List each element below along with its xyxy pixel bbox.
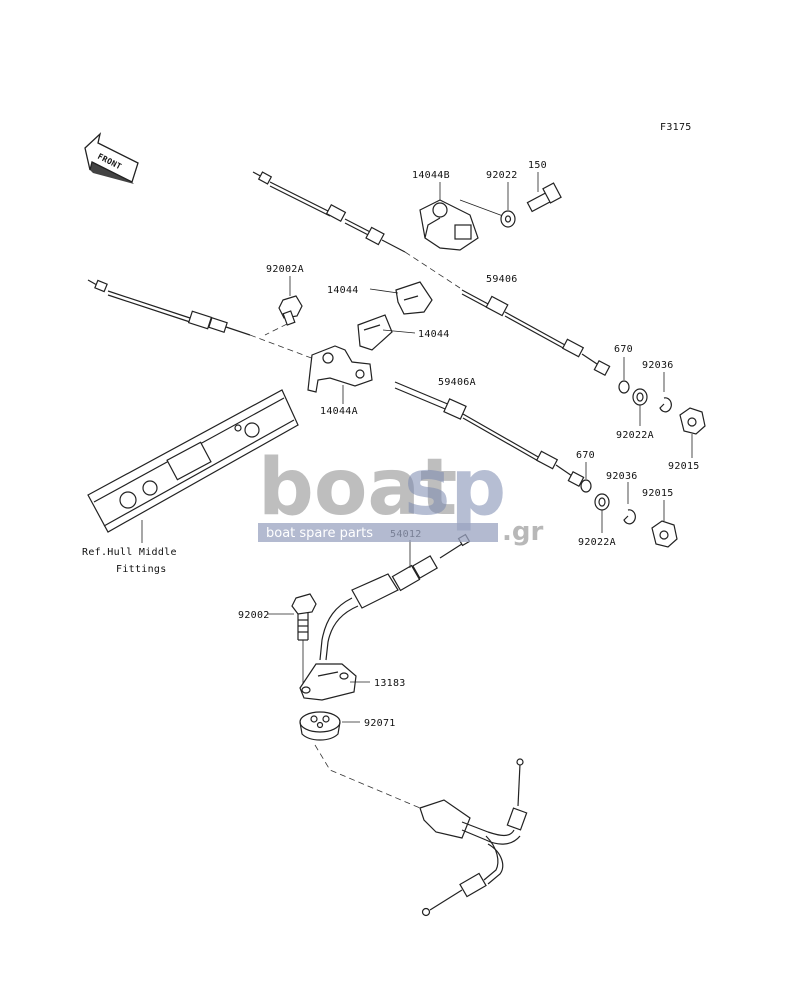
watermark-word1: boat bbox=[258, 443, 457, 533]
o-ring-670-lower bbox=[580, 479, 592, 493]
clip-92036-lower bbox=[623, 509, 636, 525]
label-92022: 92022 bbox=[486, 170, 518, 181]
cable-54012 bbox=[319, 533, 471, 661]
dash-link-lower bbox=[314, 744, 421, 809]
label-670-lower: 670 bbox=[576, 450, 595, 461]
label-92036-lower: 92036 bbox=[606, 471, 638, 482]
label-14044-lower: 14044 bbox=[418, 329, 450, 340]
leader-14044-upper bbox=[369, 288, 399, 294]
cable-59406 bbox=[252, 171, 611, 377]
washer-92022A-upper bbox=[632, 388, 648, 406]
label-13183: 13183 bbox=[374, 678, 406, 689]
label-14044A: 14044A bbox=[320, 406, 358, 417]
leader-bracket-washer bbox=[459, 199, 504, 217]
bolt-92002 bbox=[291, 593, 317, 641]
label-92022A-lower: 92022A bbox=[578, 537, 616, 548]
bracket-14044A bbox=[307, 345, 373, 393]
ref-note-line2: Fittings bbox=[116, 564, 167, 575]
watermark-logo: boat sp .gr boat spare parts bbox=[258, 443, 543, 547]
label-59406A: 59406A bbox=[438, 377, 476, 388]
leader-92002A-dash bbox=[264, 323, 288, 336]
watermark-tagline-bar bbox=[258, 523, 498, 542]
watermark-suffix: .gr bbox=[502, 517, 543, 547]
label-92015-upper: 92015 bbox=[668, 461, 700, 472]
watermark-tagline: boat spare parts bbox=[266, 526, 373, 541]
label-92036-upper: 92036 bbox=[642, 360, 674, 371]
label-92071: 92071 bbox=[364, 718, 396, 729]
front-arrow-icon: FRONT bbox=[84, 132, 139, 184]
bracket-14044B bbox=[419, 199, 479, 251]
label-14044-upper: 14044 bbox=[327, 285, 359, 296]
label-59406: 59406 bbox=[486, 274, 518, 285]
ref-note-line1: Ref.Hull Middle bbox=[82, 547, 177, 558]
lower-cable-assembly bbox=[419, 758, 528, 917]
nut-92015-upper bbox=[679, 407, 706, 435]
bolt-150 bbox=[526, 182, 562, 213]
label-92002: 92002 bbox=[238, 610, 270, 621]
nut-92015-lower bbox=[651, 520, 678, 548]
watermark-word2: sp bbox=[404, 443, 506, 533]
clamp-14044-upper bbox=[395, 281, 433, 315]
label-670-upper: 670 bbox=[614, 344, 633, 355]
clamp-14044-lower bbox=[357, 314, 393, 351]
washer-92022A-lower bbox=[594, 493, 610, 511]
plate-13183 bbox=[299, 663, 357, 701]
label-92022A-upper: 92022A bbox=[616, 430, 654, 441]
figure-code: F3175 bbox=[660, 122, 692, 133]
label-92002A: 92002A bbox=[266, 264, 304, 275]
leader-14044-lower bbox=[382, 329, 416, 334]
label-92015-lower: 92015 bbox=[642, 488, 674, 499]
clip-92036-upper bbox=[659, 397, 672, 413]
washer-92022 bbox=[500, 210, 516, 228]
label-14044B: 14044B bbox=[412, 170, 450, 181]
hull-middle-fittings-panel bbox=[87, 389, 299, 533]
cable-59406A bbox=[87, 279, 585, 488]
label-150: 150 bbox=[528, 160, 547, 171]
o-ring-670-upper bbox=[618, 380, 630, 394]
grommet-92071 bbox=[299, 711, 341, 741]
bolt-92002A bbox=[278, 295, 303, 326]
